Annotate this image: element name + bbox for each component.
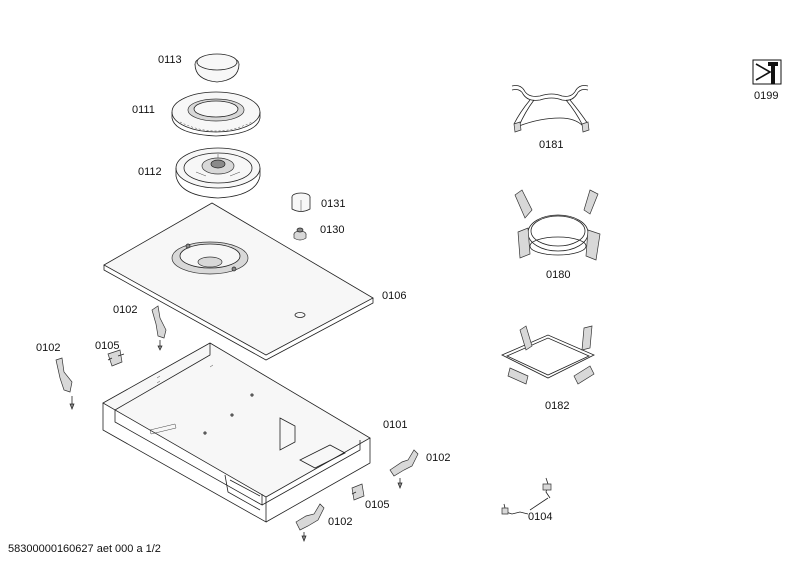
pan-support-0182[interactable] bbox=[501, 325, 595, 385]
top-plate-0106[interactable] bbox=[103, 202, 374, 361]
ignition-part-0104[interactable] bbox=[501, 477, 552, 515]
spindle-ring-0130[interactable] bbox=[293, 227, 307, 241]
label-0104: 0104 bbox=[528, 511, 552, 523]
knob-0131[interactable] bbox=[291, 192, 311, 212]
label-0105-right: 0105 bbox=[365, 499, 389, 511]
label-0112: 0112 bbox=[138, 166, 162, 178]
pan-support-0180[interactable] bbox=[514, 189, 601, 261]
label-0102-bottom: 0102 bbox=[328, 516, 352, 528]
label-0130: 0130 bbox=[320, 224, 344, 236]
clamp-0102-left[interactable] bbox=[55, 357, 75, 410]
label-0180: 0180 bbox=[546, 269, 570, 281]
label-0102-top: 0102 bbox=[113, 304, 137, 316]
label-0113: 0113 bbox=[158, 54, 182, 66]
wok-support-0181[interactable] bbox=[511, 85, 590, 133]
clamp-0102-top[interactable] bbox=[151, 305, 167, 351]
document-reference: 58300000160627 aet 000 a 1/2 bbox=[8, 543, 161, 555]
clamp-0102-right[interactable] bbox=[389, 449, 419, 489]
label-0131: 0131 bbox=[321, 198, 345, 210]
burner-ring-0111[interactable] bbox=[171, 91, 261, 137]
bracket-0105-left[interactable] bbox=[107, 349, 125, 367]
wrench-service-icon[interactable] bbox=[752, 59, 782, 85]
label-0181: 0181 bbox=[539, 139, 563, 151]
housing-tray-0101[interactable] bbox=[102, 342, 371, 523]
label-0182: 0182 bbox=[545, 400, 569, 412]
label-0105-left: 0105 bbox=[95, 340, 119, 352]
burner-base-0112[interactable] bbox=[175, 147, 261, 199]
burner-cap-0113[interactable] bbox=[194, 53, 240, 83]
label-0102-right: 0102 bbox=[426, 452, 450, 464]
label-0106: 0106 bbox=[382, 290, 406, 302]
label-0101: 0101 bbox=[383, 419, 407, 431]
clamp-0102-bottom[interactable] bbox=[295, 503, 325, 542]
label-0199: 0199 bbox=[754, 90, 778, 102]
bracket-0105-right[interactable] bbox=[351, 483, 365, 501]
label-0111: 0111 bbox=[132, 104, 155, 116]
label-0102-left: 0102 bbox=[36, 342, 60, 354]
